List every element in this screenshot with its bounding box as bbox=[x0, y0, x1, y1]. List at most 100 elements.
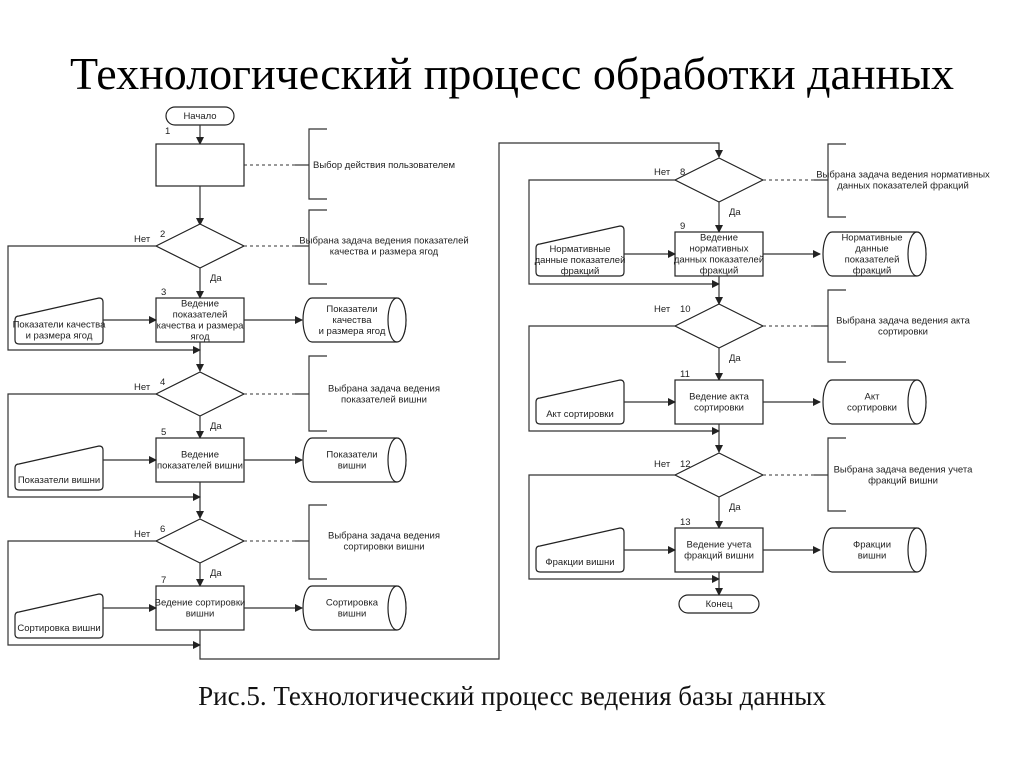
step-number: 3 bbox=[161, 287, 166, 298]
slide-title: Технологический процесс обработки данных bbox=[69, 48, 955, 99]
comment-step-12-text: фракций вишни bbox=[868, 476, 938, 487]
decision-step-6 bbox=[154, 518, 246, 564]
comment-step-1 bbox=[308, 128, 327, 200]
input-5 bbox=[14, 445, 104, 491]
process-step-13-label: Ведение учета bbox=[687, 540, 753, 551]
process-step-11-label: Ведение акта bbox=[689, 392, 750, 403]
no-label: Нет bbox=[134, 529, 151, 540]
comment-step-8-text: Выбрана задача ведения нормативных bbox=[816, 170, 990, 181]
start-terminator-label: Начало bbox=[183, 111, 216, 122]
no-label: Нет bbox=[654, 459, 671, 470]
comment-step-10-text: Выбрана задача ведения акта bbox=[836, 316, 970, 327]
process-step-13-label: фракций вишни bbox=[684, 551, 754, 562]
step-number: 4 bbox=[160, 377, 165, 388]
datastore-3-cap bbox=[387, 297, 407, 343]
datastore-9-label: показателей bbox=[845, 255, 900, 266]
input-3-label: и размера ягод bbox=[26, 331, 93, 342]
datastore-13-label: вишни bbox=[858, 551, 887, 562]
datastore-5-cap bbox=[387, 437, 407, 483]
no-branch-line bbox=[528, 179, 720, 288]
connector-to-right-column bbox=[199, 142, 723, 660]
process-step-3-label: ягод bbox=[190, 332, 209, 343]
input-7-label: Сортировка вишни bbox=[17, 623, 100, 634]
input-3-label: Показатели качества bbox=[13, 320, 106, 331]
input-9 bbox=[535, 225, 625, 277]
no-branch-line bbox=[7, 245, 201, 354]
datastore-9-label: данные bbox=[855, 244, 888, 255]
input-13 bbox=[535, 527, 625, 573]
no-branch-line bbox=[528, 474, 720, 583]
process-step-13 bbox=[674, 527, 764, 573]
figure-caption: Рис.5. Технологический процесс ведения б… bbox=[198, 681, 826, 711]
yes-label: Да bbox=[729, 502, 741, 513]
end-terminator-label: Конец bbox=[706, 599, 733, 610]
input-9-label: Нормативные bbox=[549, 244, 610, 255]
datastore-7-label: вишни bbox=[338, 609, 367, 620]
comment-step-12-text: Выбрана задача ведения учета bbox=[834, 465, 974, 476]
comment-step-8-text: данных показателей фракций bbox=[837, 181, 969, 192]
step-number: 8 bbox=[680, 167, 685, 178]
datastore-13-cap bbox=[907, 527, 927, 573]
process-step-7 bbox=[155, 585, 245, 631]
process-step-11 bbox=[674, 379, 764, 425]
datastore-5-label: Показатели bbox=[326, 450, 377, 461]
datastore-13-label: Фракции bbox=[853, 540, 891, 551]
datastore-9-label: Нормативные bbox=[841, 233, 902, 244]
datastore-3-label: качества bbox=[333, 315, 373, 326]
no-branch-line bbox=[7, 540, 201, 649]
input-5-label: Показатели вишни bbox=[18, 475, 100, 486]
yes-label: Да bbox=[210, 273, 222, 284]
step-number: 7 bbox=[161, 575, 166, 586]
no-branch-line bbox=[528, 325, 720, 435]
end-terminator bbox=[678, 594, 760, 614]
datastore-11-label: сортировки bbox=[847, 403, 897, 414]
step-number: 2 bbox=[160, 229, 165, 240]
step-number: 10 bbox=[680, 304, 691, 315]
decision-step-2 bbox=[154, 223, 246, 269]
datastore-9-cap bbox=[907, 231, 927, 277]
process-step-5-label: показателей вишни bbox=[157, 461, 243, 472]
process-step-7-label: вишни bbox=[186, 609, 215, 620]
process-step-1 bbox=[155, 143, 245, 187]
no-label: Нет bbox=[654, 167, 671, 178]
input-13-label: Фракции вишни bbox=[545, 557, 614, 568]
datastore-5-label: вишни bbox=[338, 461, 367, 472]
input-9-label: фракций bbox=[561, 266, 600, 277]
comment-step-6-text: сортировки вишни bbox=[343, 542, 424, 553]
process-step-9-label: фракций bbox=[700, 266, 739, 277]
comment-step-4 bbox=[308, 355, 327, 432]
no-label: Нет bbox=[134, 234, 151, 245]
yes-label: Да bbox=[729, 353, 741, 364]
datastore-11-cap bbox=[907, 379, 927, 425]
datastore-3-label: Показатели bbox=[326, 304, 377, 315]
comment-step-2 bbox=[308, 209, 327, 285]
input-11 bbox=[535, 379, 625, 425]
no-label: Нет bbox=[134, 382, 151, 393]
process-step-5-label: Ведение bbox=[181, 450, 219, 461]
input-7 bbox=[14, 593, 104, 639]
yes-label: Да bbox=[729, 207, 741, 218]
yes-label: Да bbox=[210, 568, 222, 579]
step-number: 12 bbox=[680, 459, 691, 470]
input-9-label: данные показателей bbox=[535, 255, 626, 266]
step-number: 6 bbox=[160, 524, 165, 535]
datastore-7-cap bbox=[387, 585, 407, 631]
step-number: 5 bbox=[161, 427, 166, 438]
datastore-11-label: Акт bbox=[865, 392, 881, 403]
datastore-7-label: Сортировка bbox=[326, 598, 379, 609]
datastore-3-label: и размера ягод bbox=[319, 326, 386, 337]
no-branch-line bbox=[7, 393, 201, 501]
comment-step-2-text: качества и размера ягод bbox=[330, 247, 439, 258]
comment-step-2-text: Выбрана задача ведения показателей bbox=[299, 236, 468, 247]
comment-step-1-text: Выбор действия пользователем bbox=[313, 160, 455, 171]
step-number: 13 bbox=[680, 517, 691, 528]
input-11-label: Акт сортировки bbox=[546, 409, 614, 420]
process-step-9-label: нормативных bbox=[690, 244, 749, 255]
decision-step-4 bbox=[154, 371, 246, 417]
process-step-3-label: Ведение bbox=[181, 299, 219, 310]
process-step-9-label: данных показателей bbox=[674, 255, 764, 266]
step-number: 11 bbox=[680, 369, 690, 380]
process-step-3-label: качества и размера bbox=[157, 321, 244, 332]
comment-step-10-text: сортировки bbox=[878, 327, 928, 338]
